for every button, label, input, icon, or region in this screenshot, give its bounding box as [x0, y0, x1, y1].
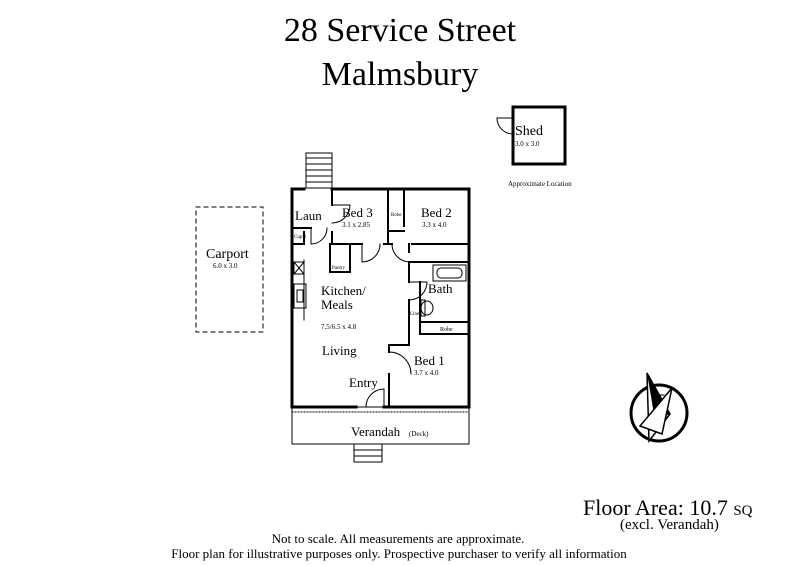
kitchen-label-line1: Kitchen/	[321, 283, 366, 298]
cupboard-label: Cup'd	[294, 235, 306, 240]
door-swings	[310, 204, 428, 408]
floor-area-note: (excl. Verandah)	[620, 517, 719, 533]
robe-right-label: Robe	[440, 327, 453, 333]
floor-area: Floor Area: 10.7 SQ	[583, 495, 753, 521]
robe-left-label: Robe	[391, 213, 402, 218]
verandah-note: (Deck)	[409, 430, 429, 438]
floor-area-unit: SQ	[733, 503, 753, 519]
kitchen-label-line2: Meals	[321, 297, 353, 312]
disclaimer-line2: Floor plan for illustrative purposes onl…	[171, 546, 627, 561]
bed2-label: Bed 2	[421, 205, 452, 220]
kitchen-size: 7.5/6.5 x 4.8	[321, 323, 357, 331]
bath-label: Bath	[428, 281, 453, 296]
bed3-label: Bed 3	[342, 205, 373, 220]
carport-size: 6.0 x 3.0	[213, 262, 238, 270]
bed1-size: 3.7 x 4.0	[414, 369, 439, 377]
linen-label: Linen	[410, 312, 422, 317]
bed1-label: Bed 1	[414, 353, 445, 368]
floor-area-value: Floor Area: 10.7	[583, 495, 728, 520]
shed-size: 3.0 x 3.0	[515, 140, 540, 148]
carport-label: Carport	[206, 247, 249, 262]
entry-label: Entry	[349, 375, 378, 390]
carport	[195, 206, 264, 333]
verandah	[291, 406, 470, 463]
shed-label: Shed	[515, 124, 543, 139]
north-compass-icon	[629, 372, 689, 444]
shed	[496, 105, 567, 166]
laundry-label: Laun	[295, 208, 322, 223]
shed-location-note: Approximate Location	[508, 180, 572, 188]
disclaimer-line1: Not to scale. All measurements are appro…	[271, 531, 525, 546]
living-label: Living	[322, 343, 357, 358]
back-steps	[305, 152, 333, 189]
bed2-size: 3.3 x 4.0	[422, 221, 447, 229]
kitchen-fixtures	[293, 259, 307, 321]
interior-walls	[291, 188, 470, 408]
bath-fixtures	[420, 264, 467, 317]
bed3-size: 3.1 x 2.85	[342, 221, 371, 229]
verandah-label: Verandah	[351, 424, 401, 439]
property-address: 28 Service Street	[283, 12, 517, 49]
pantry-label: Pantry	[332, 266, 346, 271]
property-suburb: Malmsbury	[321, 56, 479, 93]
